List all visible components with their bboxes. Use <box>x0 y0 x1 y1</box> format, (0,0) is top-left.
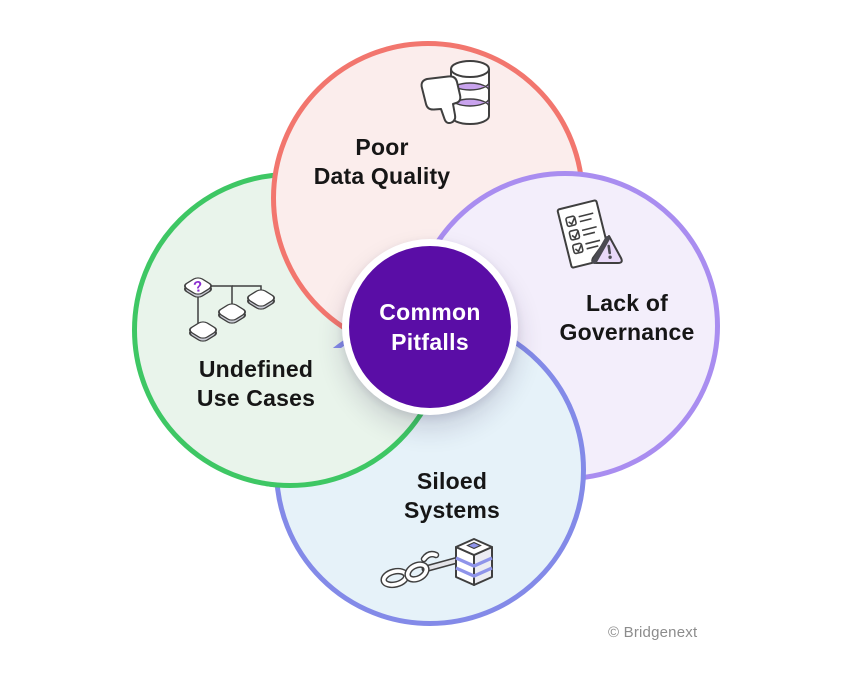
label-line: Data Quality <box>313 163 451 189</box>
siloed-systems-label: Siloed Systems <box>404 467 500 525</box>
center-badge: Common Pitfalls <box>349 246 511 408</box>
flowchart-question-icon: ? <box>184 277 275 342</box>
label-line: Systems <box>403 497 501 523</box>
lack-of-governance-label: Lack of Governance <box>560 289 695 347</box>
label-line: Lack of <box>586 290 668 316</box>
svg-text:?: ? <box>192 278 204 296</box>
thumbs-down-database-icon <box>420 60 490 125</box>
checklist-warning-icon <box>556 199 623 269</box>
broken-chain-server-icon <box>380 538 493 589</box>
center-title-line: Common <box>379 299 481 325</box>
undefined-use-cases-label: Undefined Use Cases <box>197 355 315 413</box>
poor-data-quality-label: Poor Data Quality <box>314 133 451 191</box>
center-badge-ring: Common Pitfalls <box>342 239 518 415</box>
label-line: Undefined <box>198 356 314 382</box>
copyright-text: © Bridgenext <box>608 624 698 641</box>
label-line: Governance <box>559 319 695 345</box>
label-line: Siloed <box>416 468 488 494</box>
label-line: Poor <box>355 134 409 160</box>
center-title-line: Pitfalls <box>391 329 469 355</box>
label-line: Use Cases <box>196 385 316 411</box>
